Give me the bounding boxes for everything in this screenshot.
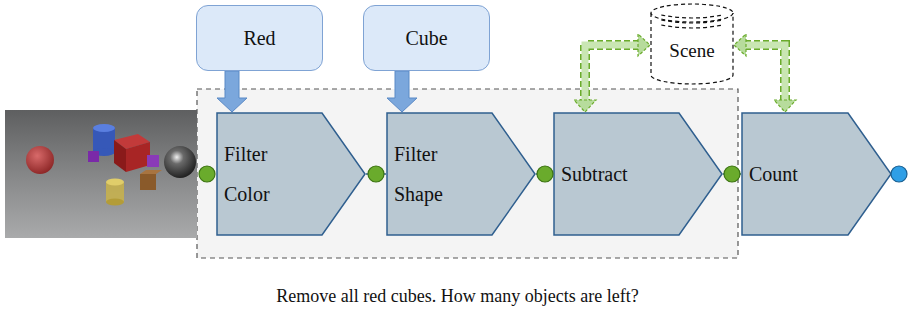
module-label: Filter Color xyxy=(224,134,294,214)
pentagon-shape xyxy=(742,113,891,235)
output-port xyxy=(891,166,907,182)
module-label: Count xyxy=(749,162,798,186)
parameter-arrow xyxy=(387,71,417,112)
purple-cube xyxy=(147,155,159,167)
connector xyxy=(574,34,650,112)
parameter-box: Cube xyxy=(363,5,490,71)
yellow-cylinder xyxy=(106,179,124,206)
module-group-frame xyxy=(197,89,738,258)
connector xyxy=(723,174,741,175)
connector xyxy=(734,34,796,112)
parameter-box: Red xyxy=(196,5,323,71)
parameter-label: Red xyxy=(243,26,275,50)
cylinder-top xyxy=(651,4,733,22)
scene-image xyxy=(5,110,197,238)
database-label: Scene xyxy=(669,39,714,63)
metal-sphere xyxy=(164,146,196,178)
scene-link-fill xyxy=(585,45,639,101)
module-link xyxy=(366,173,386,175)
scene-link-fill xyxy=(745,45,785,101)
port-dot xyxy=(368,166,384,182)
purple-cube xyxy=(88,151,99,162)
port-dot xyxy=(724,166,740,182)
brown-cube xyxy=(140,170,162,190)
module-label: Subtract xyxy=(561,162,628,186)
pentagon-shape xyxy=(554,113,722,235)
cylinder-ring xyxy=(661,20,723,23)
arrow-head xyxy=(574,100,596,112)
cylinder-body xyxy=(651,13,733,84)
connector xyxy=(536,174,553,175)
port-dot xyxy=(537,166,553,182)
caption-text: Remove all red cubes. How many objects a… xyxy=(0,286,915,307)
arrow-head xyxy=(774,100,796,112)
module-pentagon: Filter Shape xyxy=(386,112,536,236)
cylinder-ring xyxy=(661,25,723,28)
module-link xyxy=(536,173,553,175)
database-cylinder: Scene xyxy=(650,3,734,85)
module-pentagon: Filter Color xyxy=(216,112,366,236)
module-label: Filter Shape xyxy=(394,134,464,214)
scene-link xyxy=(585,45,639,101)
red-cube xyxy=(114,134,150,172)
parameter-label: Cube xyxy=(405,26,447,50)
module-pentagon: Count xyxy=(741,112,892,236)
pentagon-shape xyxy=(387,113,535,235)
pentagon-shape xyxy=(217,113,365,235)
red-sphere xyxy=(26,146,54,174)
scene-link xyxy=(745,45,785,101)
input-port xyxy=(199,166,215,182)
arrow-head xyxy=(734,34,746,56)
parameter-arrow xyxy=(217,71,247,112)
connector xyxy=(217,71,247,112)
arrow-head xyxy=(638,34,650,56)
connector xyxy=(366,174,386,175)
connector xyxy=(387,71,417,112)
pentagon-outline xyxy=(386,112,536,236)
module-link xyxy=(723,173,741,175)
blue-cylinder xyxy=(93,124,115,156)
module-pentagon: Subtract xyxy=(553,112,723,236)
cylinder-ring xyxy=(661,15,723,18)
pentagon-outline xyxy=(216,112,366,236)
